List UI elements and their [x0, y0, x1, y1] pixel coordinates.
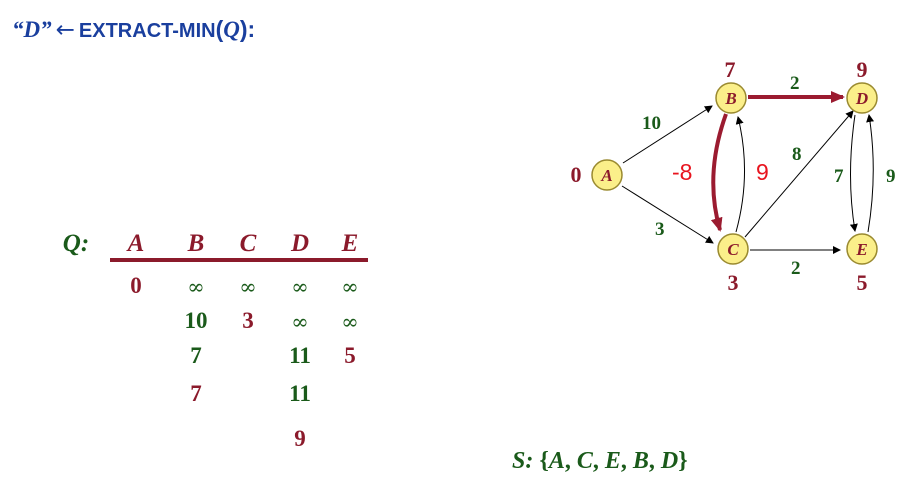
dist-c: 3: [728, 270, 739, 295]
title-paren-close: ):: [239, 16, 256, 42]
priority-queue-table: Q: A B C D E 0 ∞ ∞ ∞ ∞ 10 3 ∞ ∞ 7 11 5 7…: [0, 0, 460, 499]
dist-b: 7: [725, 57, 736, 82]
edge-c-b: [735, 116, 746, 233]
queue-cell: 3: [242, 308, 254, 333]
queue-cell: 5: [344, 343, 356, 368]
dist-a: 0: [571, 162, 582, 187]
graph-diagram: 10 3 2 -8 9 8 2 7 9 A B C D E 0 7 3 9 5: [571, 57, 896, 295]
set-item: D: [660, 448, 679, 474]
edge-a-b: [622, 105, 713, 164]
node-a: A: [591, 159, 623, 191]
set-label: S:: [512, 448, 534, 474]
title-op-text: EXTRACT-MIN: [78, 20, 216, 42]
set-item: B: [632, 448, 649, 474]
queue-cell: 9: [294, 426, 306, 451]
edge-weight-b-d: 2: [790, 73, 800, 94]
edge-weight-c-e: 2: [791, 258, 801, 279]
node-label: C: [727, 240, 739, 259]
node-d: D: [846, 82, 878, 114]
queue-cell: ∞: [187, 275, 205, 299]
title-quote-close: ”: [40, 17, 52, 42]
queue-cell: 0: [130, 273, 142, 298]
set-item: A: [548, 448, 565, 474]
queue-header-e: E: [341, 230, 359, 257]
node-label: E: [855, 240, 867, 259]
set-close-brace: }: [678, 448, 688, 474]
queue-cell: ∞: [239, 275, 257, 299]
edge-b-c: [710, 113, 728, 232]
queue-cell: 10: [184, 308, 208, 333]
edge-weight-a-c: 3: [655, 219, 665, 240]
queue-cell: 7: [190, 381, 202, 406]
title-quote-open: “: [12, 17, 24, 42]
edge-weight-c-b: 9: [756, 159, 769, 185]
set-item: E: [604, 448, 621, 474]
set-open-brace: {: [539, 448, 549, 474]
dist-d: 9: [857, 57, 868, 82]
queue-label: Q:: [62, 230, 90, 257]
queue-header-d: D: [290, 230, 310, 257]
edge-weight-d-e: 7: [834, 166, 844, 187]
edge-weight-a-b: 10: [642, 113, 661, 134]
queue-cell: ∞: [341, 310, 359, 334]
queue-header-a: A: [127, 230, 145, 257]
node-label: A: [600, 166, 612, 185]
node-label: D: [855, 89, 868, 108]
edge-e-d: [866, 114, 875, 233]
edge-weight-c-d: 8: [792, 144, 802, 165]
title-operation: EXTRACT-MIN: [79, 16, 216, 42]
queue-header-rule: [110, 258, 368, 262]
edge-weight-e-d: 9: [886, 166, 896, 187]
queue-cell: ∞: [291, 310, 309, 334]
edge-c-d: [744, 110, 854, 238]
queue-cell: ∞: [291, 275, 309, 299]
queue-cell: 11: [289, 381, 311, 406]
edge-d-e: [849, 114, 858, 232]
title-paren-open: (: [215, 16, 224, 42]
title-arg: Q: [223, 17, 240, 42]
title-vertex: D: [23, 17, 41, 42]
slide-title: “D”←EXTRACT-MIN(Q):: [12, 16, 255, 43]
visited-set: S: {A, C, E, B, D}: [512, 448, 688, 474]
edge-weight-b-c: -8: [672, 159, 692, 185]
dist-e: 5: [857, 270, 868, 295]
title-arrow-icon: ←: [55, 17, 75, 43]
node-c: C: [717, 233, 749, 265]
queue-header-c: C: [239, 230, 257, 257]
queue-cell: 7: [190, 343, 202, 368]
node-b: B: [715, 82, 747, 114]
queue-header-b: B: [187, 230, 205, 257]
queue-cell: 11: [289, 343, 311, 368]
set-item: C: [576, 448, 593, 474]
node-e: E: [846, 233, 878, 265]
queue-cell: ∞: [341, 275, 359, 299]
node-label: B: [724, 89, 736, 108]
edge-a-c: [621, 185, 714, 244]
